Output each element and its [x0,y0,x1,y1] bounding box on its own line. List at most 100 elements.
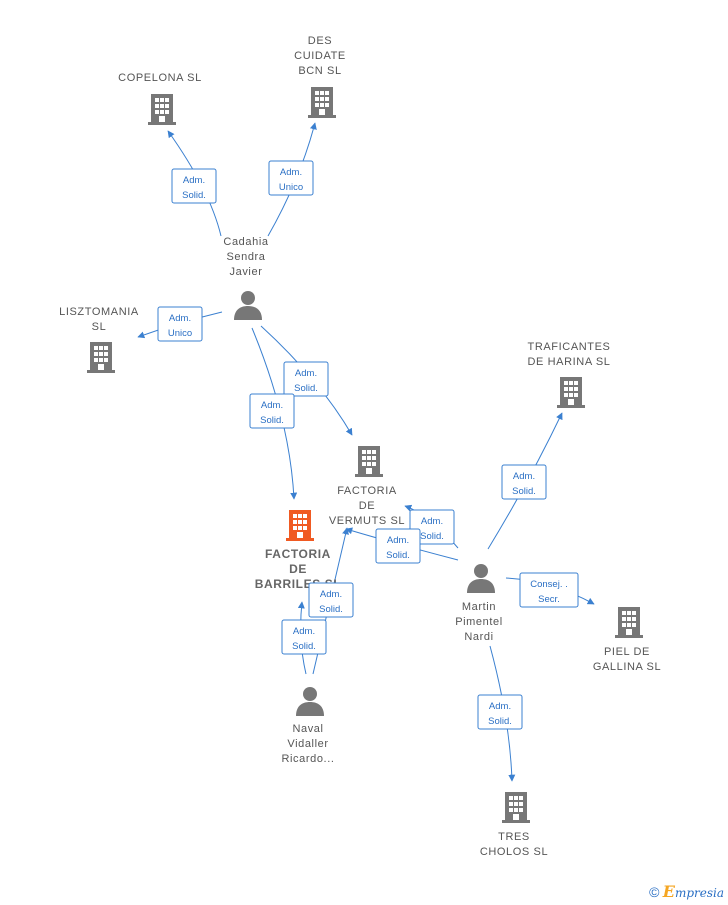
edge-label-text: Solid. [294,383,318,394]
edge-label-martin-vermuts-1[interactable]: Adm. Solid. [409,509,455,545]
edge-label-box [409,509,455,545]
node-label: SL [92,321,107,333]
edge-label-box [281,619,327,655]
edge-label-text: Unico [168,328,192,339]
node-label: CHOLOS SL [480,846,548,858]
building-icon [286,510,314,541]
footer: © Empresia [649,882,724,901]
edge-label-box [171,168,217,204]
edge-label-naval-vermuts[interactable]: Adm. Solid. [308,582,354,618]
edge-label-text: Solid. [386,550,410,561]
node-label: FACTORIA [265,547,331,561]
node-copelona[interactable]: COPELONA SL [118,72,202,125]
edge-label-cadahia-lisztomania[interactable]: Adm. Unico [157,306,203,342]
edge-label-box [477,694,523,730]
edge-label-text: Adm. [421,516,443,527]
building-icon [87,342,115,373]
building-icon [355,446,383,477]
node-label: LISZTOMANIA [59,306,139,318]
node-label: BCN SL [298,65,341,77]
person-icon [296,687,324,716]
edge-labels-layer: Adm.Solid.Adm.UnicoAdm.UnicoAdm.Solid.Ad… [157,160,579,730]
edge-label-box [375,528,421,564]
edge-label-box [283,361,329,397]
edge-label-text: Adm. [513,471,535,482]
edge-label-text: Solid. [512,486,536,497]
node-label: PIEL DE [604,646,650,658]
edge-label-text: Adm. [387,535,409,546]
building-icon [148,94,176,125]
edge-label-text: Consej. . [530,579,568,590]
edge-label-text: Adm. [320,589,342,600]
node-label: DE HARINA SL [527,356,610,368]
building-icon [502,792,530,823]
copyright-symbol: © [649,884,660,900]
node-tres[interactable]: TRES CHOLOS SL [480,792,548,858]
edge-label-cadahia-copelona[interactable]: Adm. Solid. [171,168,217,204]
edge-label-text: Solid. [420,531,444,542]
node-label: TRAFICANTES [528,341,611,353]
node-label: Pimentel [455,616,503,628]
node-traficantes[interactable]: TRAFICANTES DE HARINA SL [527,341,610,408]
node-label: Vidaller [287,738,328,750]
edge-label-text: Secr. [538,594,560,605]
node-vermuts[interactable]: FACTORIA DE VERMUTS SL [329,446,405,527]
edge-label-text: Adm. [295,368,317,379]
edge-label-text: Adm. [183,175,205,186]
edge-label-text: Adm. [293,626,315,637]
brand-name: mpresia [674,886,724,900]
person-icon [234,291,262,320]
edge-label-text: Adm. [489,701,511,712]
edge-label-martin-tres[interactable]: Adm.Solid. [477,694,523,730]
edge-label-martin-traficantes[interactable]: Adm. Solid. [501,464,547,500]
edge-label-text: Unico [279,182,303,193]
person-icon [467,564,495,593]
edge-label-naval-barriles[interactable]: Adm.Solid. [281,619,327,655]
edge-label-cadahia-barriles[interactable]: Adm. Solid. [249,393,295,429]
building-icon [615,607,643,638]
building-icon [308,87,336,118]
edge-label-box [308,582,354,618]
edge-label-text: Solid. [319,604,343,615]
edge-label-text: Solid. [260,415,284,426]
edge-label-martin-vermuts-2[interactable]: Adm. Solid. [375,528,421,564]
node-label: TRES [498,831,530,843]
edge-label-martin-piel[interactable]: Consej. . Secr. [519,572,579,608]
edge-label-text: Solid. [182,190,206,201]
node-piel[interactable]: PIEL DE GALLINA SL [593,607,661,673]
node-label: Nardi [464,631,493,643]
edge-label-box [249,393,295,429]
edge-label-cadahia-descuidate[interactable]: Adm. Unico [268,160,314,196]
node-label: GALLINA SL [593,661,661,673]
node-label: DE [359,500,375,512]
node-lisztomania[interactable]: LISZTOMANIA SL [59,306,139,373]
node-label: Sendra [226,251,265,263]
edge-label-box [519,572,579,608]
node-naval[interactable]: NavalVidallerRicardo... [281,687,334,765]
building-icon [557,377,585,408]
node-label: Ricardo... [281,753,334,765]
node-label: VERMUTS SL [329,515,405,527]
node-label: Javier [230,266,263,278]
edge-label-box [268,160,314,196]
edge-label-text: Adm. [261,400,283,411]
node-label: DE [289,562,307,576]
node-label: COPELONA SL [118,72,202,84]
edge-label-box [501,464,547,500]
edge-label-text: Adm. [169,313,191,324]
brand-logo[interactable]: Empresia [663,882,724,901]
node-label: Naval [292,723,323,735]
edge-label-box [157,306,203,342]
node-label: Martin [462,601,496,613]
node-label: FACTORIA [337,485,397,497]
node-label: CUIDATE [294,50,346,62]
edge-label-cadahia-vermuts[interactable]: Adm. Solid. [283,361,329,397]
node-label: Cadahia [223,236,268,248]
edge-label-text: Adm. [280,167,302,178]
